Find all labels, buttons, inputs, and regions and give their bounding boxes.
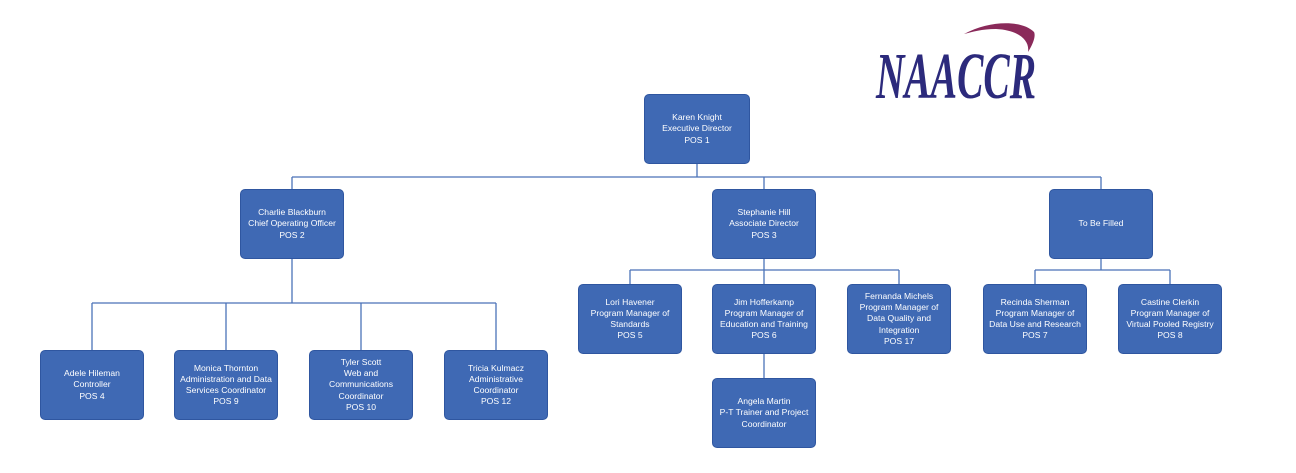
- role-text: Coordinator: [741, 418, 787, 429]
- role-text: POS 2: [279, 229, 305, 240]
- person-name: Castine Clerkin: [1140, 296, 1200, 307]
- role-text: Program Manager of: [590, 307, 670, 318]
- role-text: POS 6: [751, 330, 777, 341]
- org-box-to-be-filled[interactable]: To Be Filled: [1049, 189, 1153, 259]
- role-text: Coordinator: [473, 385, 519, 395]
- person-name: Tricia Kulmacz: [467, 362, 525, 373]
- role-text: Program Manager of: [995, 307, 1075, 318]
- role-text: Communications: [329, 379, 393, 390]
- role-text: Virtual Pooled Registry: [1126, 319, 1214, 329]
- person-name: Karen Knight: [672, 112, 722, 123]
- person-name: Jim Hofferkamp: [733, 296, 794, 307]
- person-name: To Be Filled: [1078, 218, 1124, 229]
- role-text: Administration and Data: [180, 373, 272, 384]
- role-text: Program Manager of: [724, 307, 804, 318]
- person-name: Recinda Sherman: [1000, 296, 1070, 307]
- role-text: POS 9: [213, 396, 239, 407]
- role-text: Controller: [73, 379, 111, 390]
- person-name: Stephanie Hill: [737, 207, 791, 218]
- person-name: Monica Thornton: [193, 362, 259, 373]
- logo-text: NAACCR: [875, 40, 1036, 108]
- role-text: Data Quality and: [866, 313, 931, 324]
- role-text: POS 7: [1022, 330, 1048, 341]
- naaccr-logo: NAACCR: [872, 18, 1042, 108]
- person-name: Angela Martin: [737, 396, 791, 407]
- person-name: Adele Hileman: [64, 368, 120, 379]
- role-text: POS 3: [751, 229, 777, 240]
- role-text: POS 12: [480, 396, 512, 407]
- person-name: Fernanda Michels: [864, 290, 934, 301]
- role-text: Integration: [878, 324, 920, 335]
- swoosh-icon: [964, 23, 1035, 52]
- person-name: Lori Havener: [605, 296, 655, 307]
- role-text: Chief Operating Officer: [248, 218, 336, 229]
- role-text: POS 8: [1157, 330, 1183, 341]
- role-text: Data Use and Research: [989, 319, 1081, 329]
- role-text: POS 5: [617, 330, 643, 341]
- role-text: Education and Training: [720, 319, 808, 329]
- role-text: POS 10: [345, 401, 377, 412]
- role-text: Program Manager of: [1130, 307, 1210, 318]
- role-text: Associate Director: [729, 218, 799, 229]
- role-text: POS 1: [684, 134, 710, 145]
- person-name: Tyler Scott: [340, 356, 382, 367]
- person-name: Charlie Blackburn: [258, 207, 326, 218]
- role-text: P-T Trainer and Project: [719, 407, 809, 418]
- role-text: Services Coordinator: [185, 385, 267, 395]
- role-text: POS 17: [883, 335, 915, 346]
- role-text: Coordinator: [338, 390, 384, 401]
- role-text: Web and: [343, 368, 379, 379]
- role-text: Executive Director: [662, 123, 732, 134]
- role-text: Program Manager of: [859, 302, 939, 313]
- role-text: Administrative: [469, 373, 523, 384]
- role-text: POS 4: [79, 390, 105, 401]
- role-text: Standards: [610, 319, 650, 329]
